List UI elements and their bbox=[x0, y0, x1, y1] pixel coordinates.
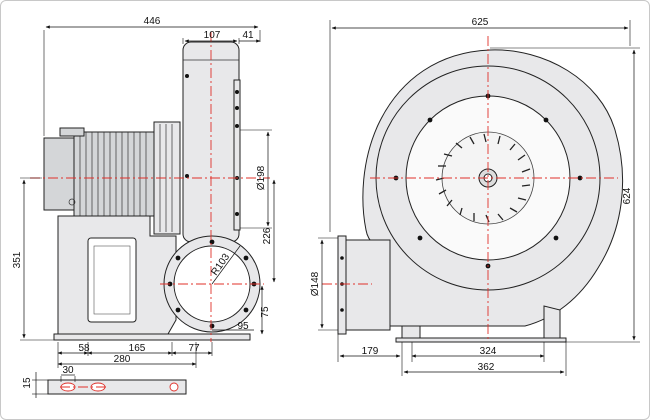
dim-inlet-height: 75 bbox=[260, 306, 271, 318]
motor bbox=[43, 127, 155, 217]
dim-foot-span-outer: 362 bbox=[478, 362, 495, 373]
dim-overall-width-side: 446 bbox=[144, 16, 161, 27]
dim-outlet-offset: 41 bbox=[242, 30, 254, 41]
dim-housing-width: 107 bbox=[204, 30, 221, 41]
dim-slot-height: 15 bbox=[22, 377, 33, 389]
housing-side bbox=[182, 41, 241, 243]
base-stand bbox=[53, 215, 251, 341]
dim-overall-height-front: 624 bbox=[622, 187, 633, 204]
dim-base-height: 351 bbox=[12, 251, 23, 268]
dim-overall-width-front: 625 bbox=[472, 17, 489, 28]
motor-fins bbox=[79, 132, 147, 216]
dim-base-right: 77 bbox=[188, 343, 200, 354]
dim-slot-width: 30 bbox=[62, 365, 74, 376]
dim-base-total: 280 bbox=[114, 354, 131, 365]
front-feet bbox=[395, 305, 567, 343]
inlet-flange bbox=[163, 235, 261, 333]
outlet-duct bbox=[339, 239, 391, 331]
dim-base-left: 58 bbox=[78, 343, 90, 354]
dim-outlet-offset-front: 179 bbox=[362, 346, 379, 357]
dim-foot-span-inner: 324 bbox=[480, 346, 497, 357]
dim-outlet-diameter: Ø148 bbox=[310, 271, 321, 296]
dim-base-mid: 165 bbox=[129, 343, 146, 354]
front-view: 625 624 Ø148 179 324 362 bbox=[310, 17, 640, 376]
dim-inlet-offset: 95 bbox=[237, 321, 249, 332]
base-plate-detail bbox=[32, 372, 187, 398]
dim-shaft-diameter: Ø198 bbox=[256, 165, 267, 190]
dim-center-height-upper: 226 bbox=[262, 227, 273, 244]
side-view: 446 107 41 Ø198 226 R103 95 75 351 bbox=[12, 16, 276, 398]
